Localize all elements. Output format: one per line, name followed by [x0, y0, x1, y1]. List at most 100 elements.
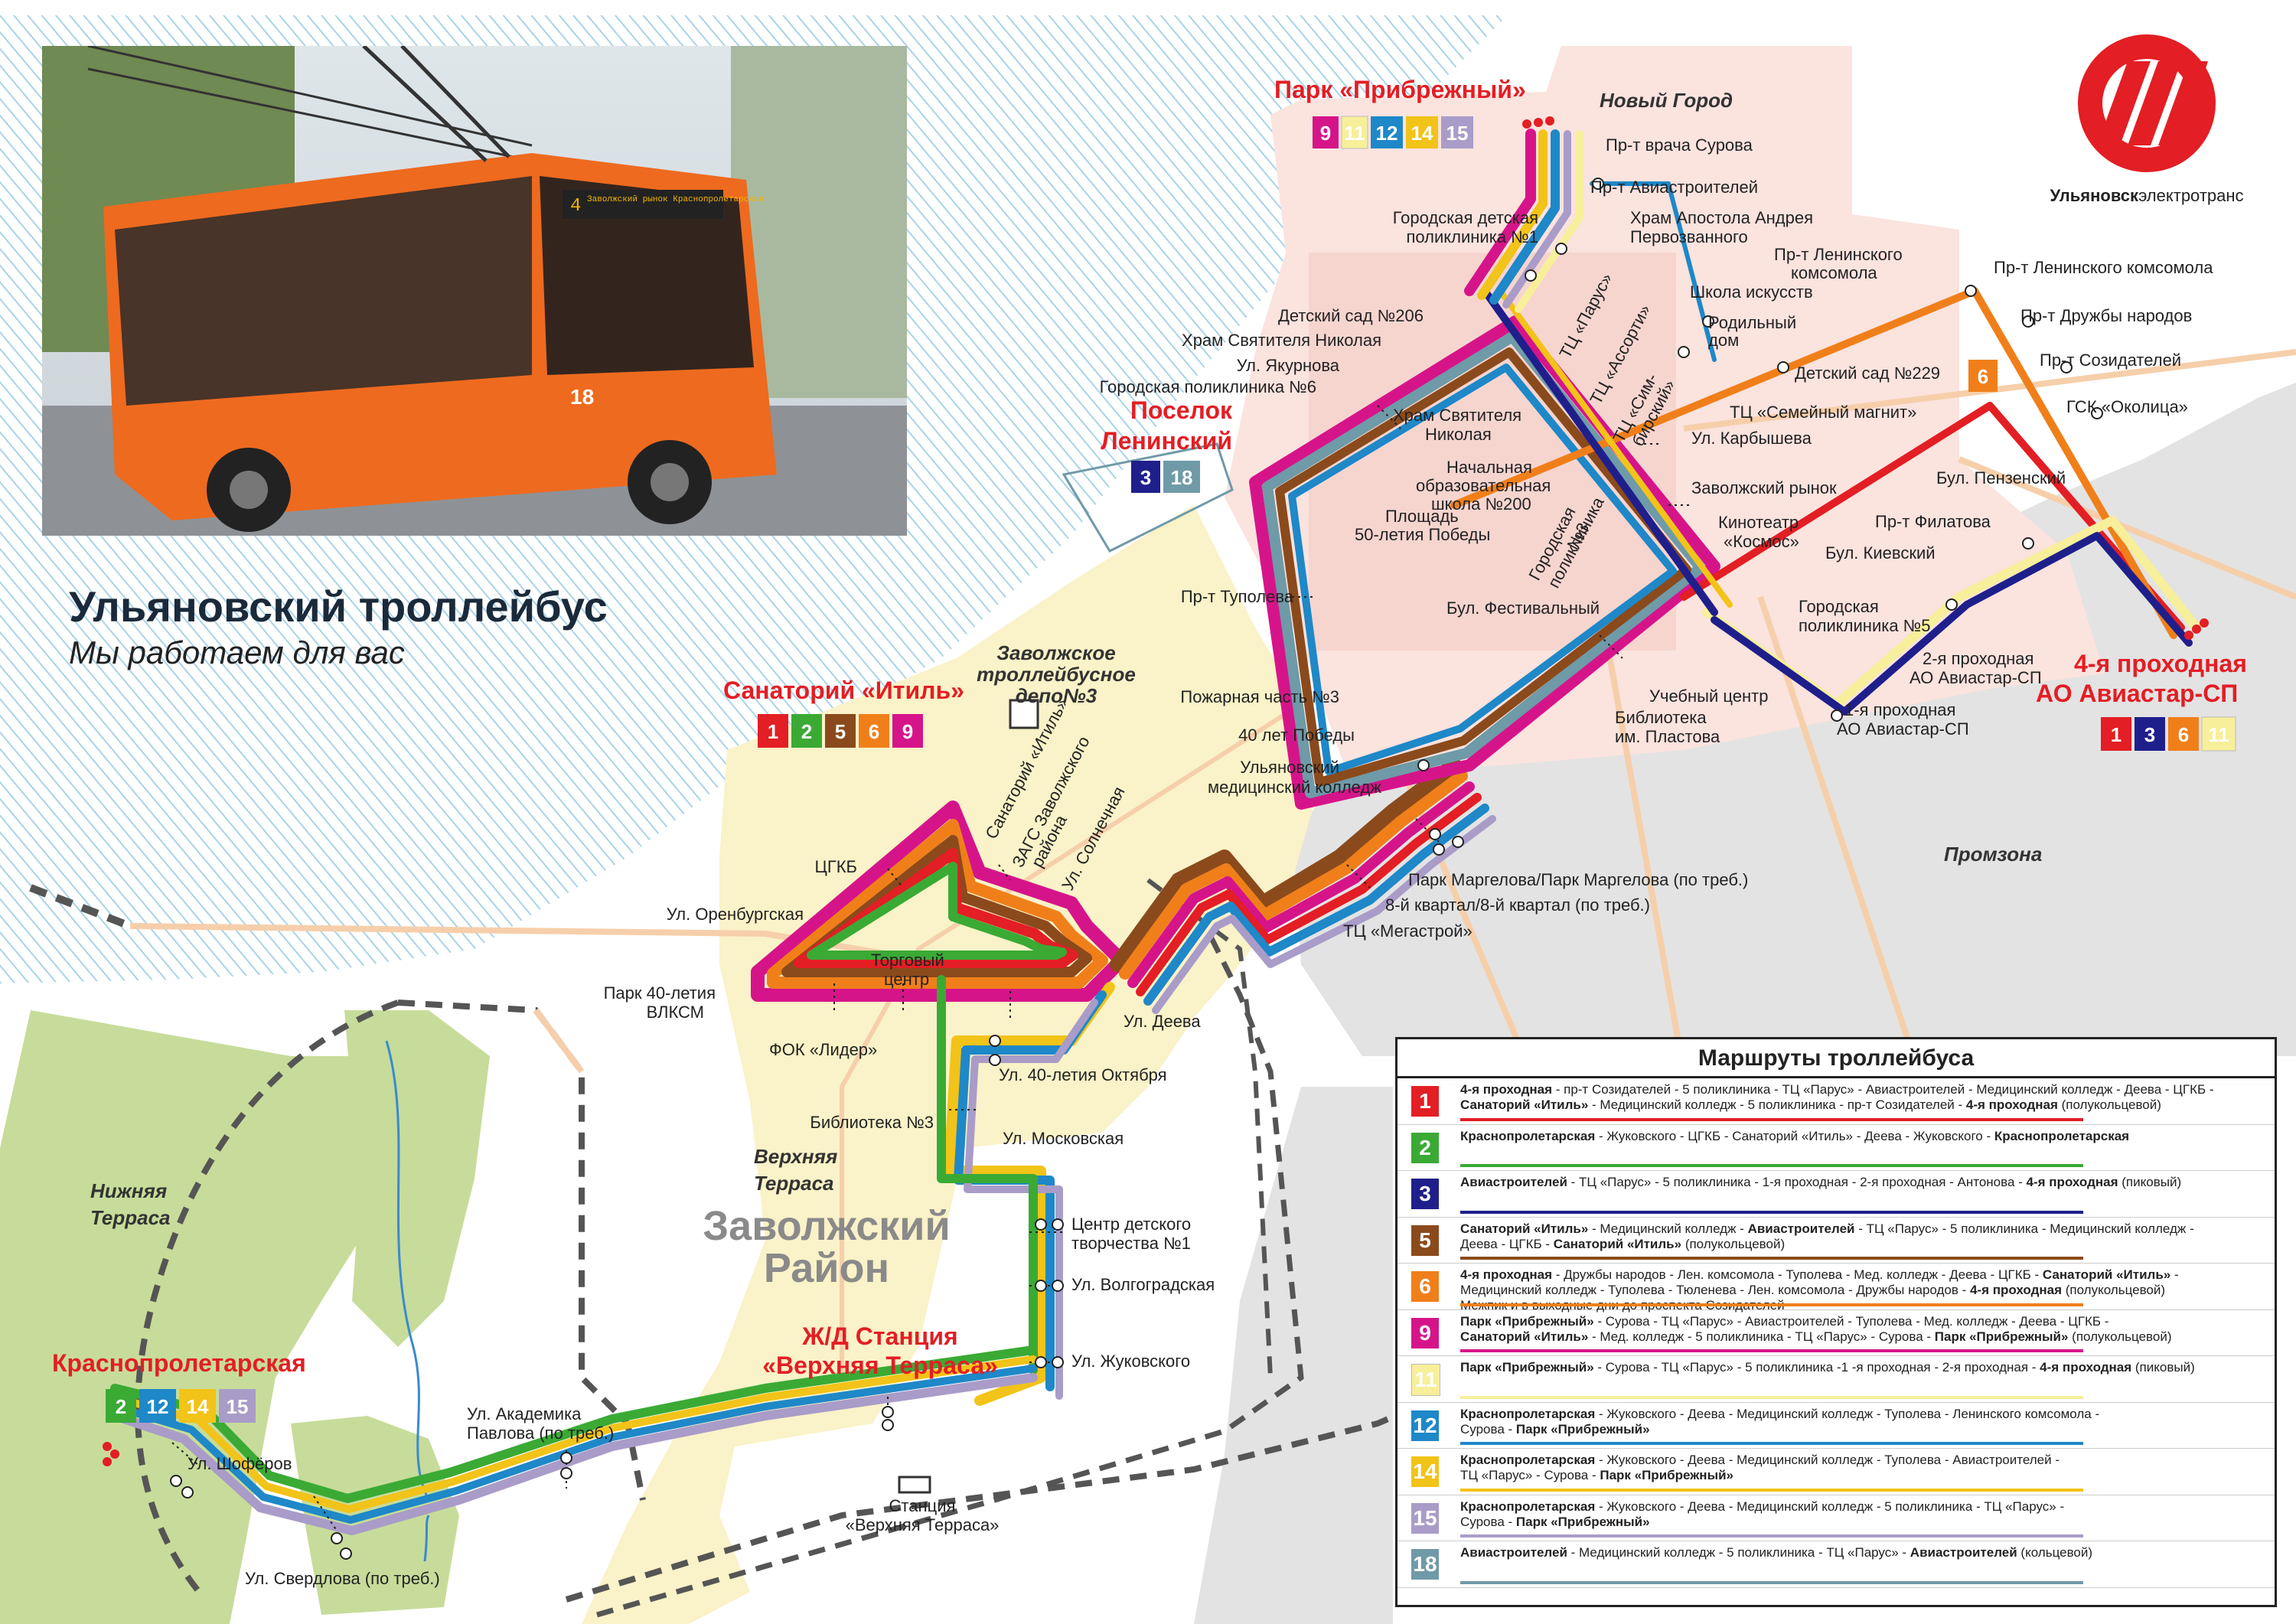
stop-deeva: Ул. Деева	[1124, 1012, 1201, 1031]
organization-name: Ульяновскэлектротранс	[2050, 186, 2244, 205]
stop-torgovy-1: Торговый	[871, 951, 944, 970]
road-1	[129, 923, 904, 960]
legend-route-description: Краснопролетарская - Жуковского - Деева …	[1460, 1453, 2060, 1482]
legend-route-number: 11	[1411, 1364, 1440, 1396]
stop-park-vlksm-1: Парк 40-летия	[604, 983, 716, 1003]
legend-route-color-bar	[1460, 1395, 2083, 1399]
legend-route-number: 6	[1411, 1271, 1439, 1302]
legend-route-color-bar	[1460, 1580, 2083, 1584]
poster-title: Ульяновский троллейбус	[69, 582, 608, 631]
district-label-1: Заволжский	[703, 1203, 950, 1249]
train-station-building	[898, 1476, 931, 1494]
svg-text:11: 11	[1344, 122, 1365, 145]
legend-row-route-14: 14 Краснопролетарская - Жуковского - Деев…	[1397, 1449, 2275, 1495]
stop-filatova: Пр-т Филатова	[1875, 512, 1991, 531]
area-novy-gorod: Новый Город	[1600, 89, 1733, 112]
stop-med-college-1: Ульяновский	[1240, 758, 1339, 777]
svg-text:18: 18	[1171, 466, 1193, 489]
stop-prokhodnaya-2-1: 2-я проходная	[1923, 649, 2033, 668]
legend-row-route-12: 12 Краснопролетарская - Жуковского - Деев…	[1397, 1403, 2275, 1449]
stop-yakunova: Ул. Якурнова	[1237, 356, 1340, 375]
svg-text:2: 2	[801, 720, 812, 743]
stop-poliklinika-det-1a: Городская детская	[1393, 208, 1538, 227]
stop-lenkomsomol-2: комсомола	[1791, 263, 1877, 282]
terminal-leninsky-routes: 3 18	[1131, 461, 1200, 493]
legend-route-description: Краснопролетарская - Жуковского - Деева …	[1460, 1406, 2100, 1436]
stop-torgovy-2: центр	[884, 970, 929, 989]
svg-text:9: 9	[1320, 122, 1331, 145]
stop-poliklinika-6: Городская поликлиника №6	[1100, 377, 1316, 396]
terminal-pribrezhny-label: Парк «Прибрежный»	[1274, 76, 1526, 103]
stop-prokhodnaya-1-1: 1-я проходная	[1844, 700, 1955, 719]
stop-pozharnaya: Пожарная часть №3	[1180, 687, 1339, 706]
stop-megastroy: ТЦ «Мегастрой»	[1343, 921, 1473, 941]
area-promzona: Промзона	[1944, 843, 2042, 866]
svg-text:1: 1	[768, 720, 778, 743]
svg-text:3: 3	[1140, 466, 1151, 489]
road-2	[533, 1008, 585, 1074]
legend-route-description: Парк «Прибрежный» - Сурова - ТЦ «Парус» …	[1460, 1360, 2195, 1375]
stop-uchebny: Учебный центр	[1649, 686, 1768, 706]
legend-route-number: 12	[1411, 1410, 1439, 1441]
terminal-krasnoproletarskaya-label: Краснопролетарская	[52, 1349, 306, 1377]
area-nizhnyaya-terrasa-1: Нижняя	[90, 1179, 167, 1202]
legend-route-description: Авиастроителей - Медицинский колледж - 5…	[1460, 1545, 2093, 1560]
district-label-2: Район	[764, 1245, 889, 1291]
stop-biblioteka-3: Библиотека №3	[810, 1113, 934, 1132]
terminal-zhd-label-2: «Верхняя Терраса»	[762, 1352, 998, 1379]
river-2	[423, 1515, 430, 1562]
stop-kvartal-8: 8-й квартал/8-й квартал (по треб.)	[1385, 895, 1650, 915]
stop-nachalnaya-1: Начальная	[1446, 458, 1532, 477]
terminal-aviastar-label-2: АО Авиастар-СП	[2036, 680, 2238, 707]
terminal-dots	[103, 116, 2209, 1466]
stop-aviastroiteley: Пр-т Авиастроителей	[1590, 178, 1758, 197]
railway-arc	[135, 1000, 400, 1594]
route-6-badge: 6	[1968, 360, 1998, 392]
svg-text:12: 12	[1376, 122, 1398, 145]
legend-route-number: 15	[1411, 1502, 1439, 1534]
stop-kievsky: Бул. Киевский	[1825, 543, 1936, 563]
stop-margelova: Парк Маргелова/Парк Маргелова (по треб.)	[1408, 870, 1748, 889]
legend-route-number: 14	[1411, 1456, 1439, 1487]
stop-pavlova-2: Павлова (по треб.)	[467, 1423, 614, 1443]
organization-logo: Ульяновскэлектротранс	[2036, 31, 2258, 206]
stop-poliklinika-5-2: поликлиника №5	[1799, 616, 1931, 635]
zavolzhsky-district-area	[582, 505, 1316, 1624]
area-verkhnyaya-terrasa-2: Терраса	[754, 1172, 834, 1195]
stop-sverdlova: Ул. Свердлова (по треб.)	[245, 1569, 440, 1588]
legend-route-description: 4-я проходная - пр-т Созидателей - 5 пол…	[1460, 1082, 2214, 1112]
svg-text:3: 3	[2144, 723, 2155, 746]
stop-dots	[170, 178, 2103, 1560]
poster-subtitle: Мы работаем для вас	[69, 634, 405, 670]
legend-title: Маршруты троллейбуса	[1397, 1039, 2275, 1078]
svg-text:14: 14	[187, 1395, 209, 1418]
legend-route-description: Парк «Прибрежный» - Сурова - ТЦ «Парус» …	[1460, 1313, 2172, 1344]
terminal-aviastar-label-1: 4-я проходная	[2074, 650, 2247, 677]
bus-photo: 4 Заволжский рынок Краснопролетарская 18	[42, 46, 907, 536]
stop-nachalnaya-2: образовательная	[1416, 476, 1551, 495]
stop-fok-lider: ФОК «Лидер»	[769, 1040, 877, 1059]
legend-route-color-bar	[1460, 1257, 2083, 1260]
leninsky-loop	[1062, 442, 1234, 553]
stop-park-vlksm-2: ВЛКСМ	[647, 1003, 704, 1022]
stop-cgkb: ЦГКБ	[815, 857, 857, 876]
legend-route-description: Краснопролетарская - Жуковского - ЦГКБ -…	[1460, 1128, 2130, 1143]
legend-route-number: 3	[1411, 1179, 1439, 1209]
legend-route-color-bar	[1460, 1210, 2083, 1214]
stop-centr-tvorchestva-2: творчества №1	[1071, 1234, 1191, 1253]
stop-hram-nikolaya-1: Храм Святителя	[1393, 406, 1521, 425]
svg-text:2: 2	[116, 1395, 126, 1418]
road-4	[840, 702, 1303, 1378]
stop-shoferov: Ул. Шофёров	[188, 1454, 292, 1473]
legend-route-number: 5	[1411, 1225, 1439, 1256]
stop-lenkomsomol-r: Пр-т Ленинского комсомола	[1994, 258, 2213, 277]
stop-hram-andreya-1: Храм Апостола Андрея	[1630, 208, 1813, 227]
stop-stanciya-1: Станция	[889, 1496, 956, 1515]
stop-okolitsa: ГСК «Околица»	[2066, 397, 2188, 416]
legend-route-description: Авиастроителей - ТЦ «Парус» - 5 поликлин…	[1460, 1175, 2182, 1189]
stop-druzhby: Пр-т Дружбы народов	[2020, 306, 2192, 325]
